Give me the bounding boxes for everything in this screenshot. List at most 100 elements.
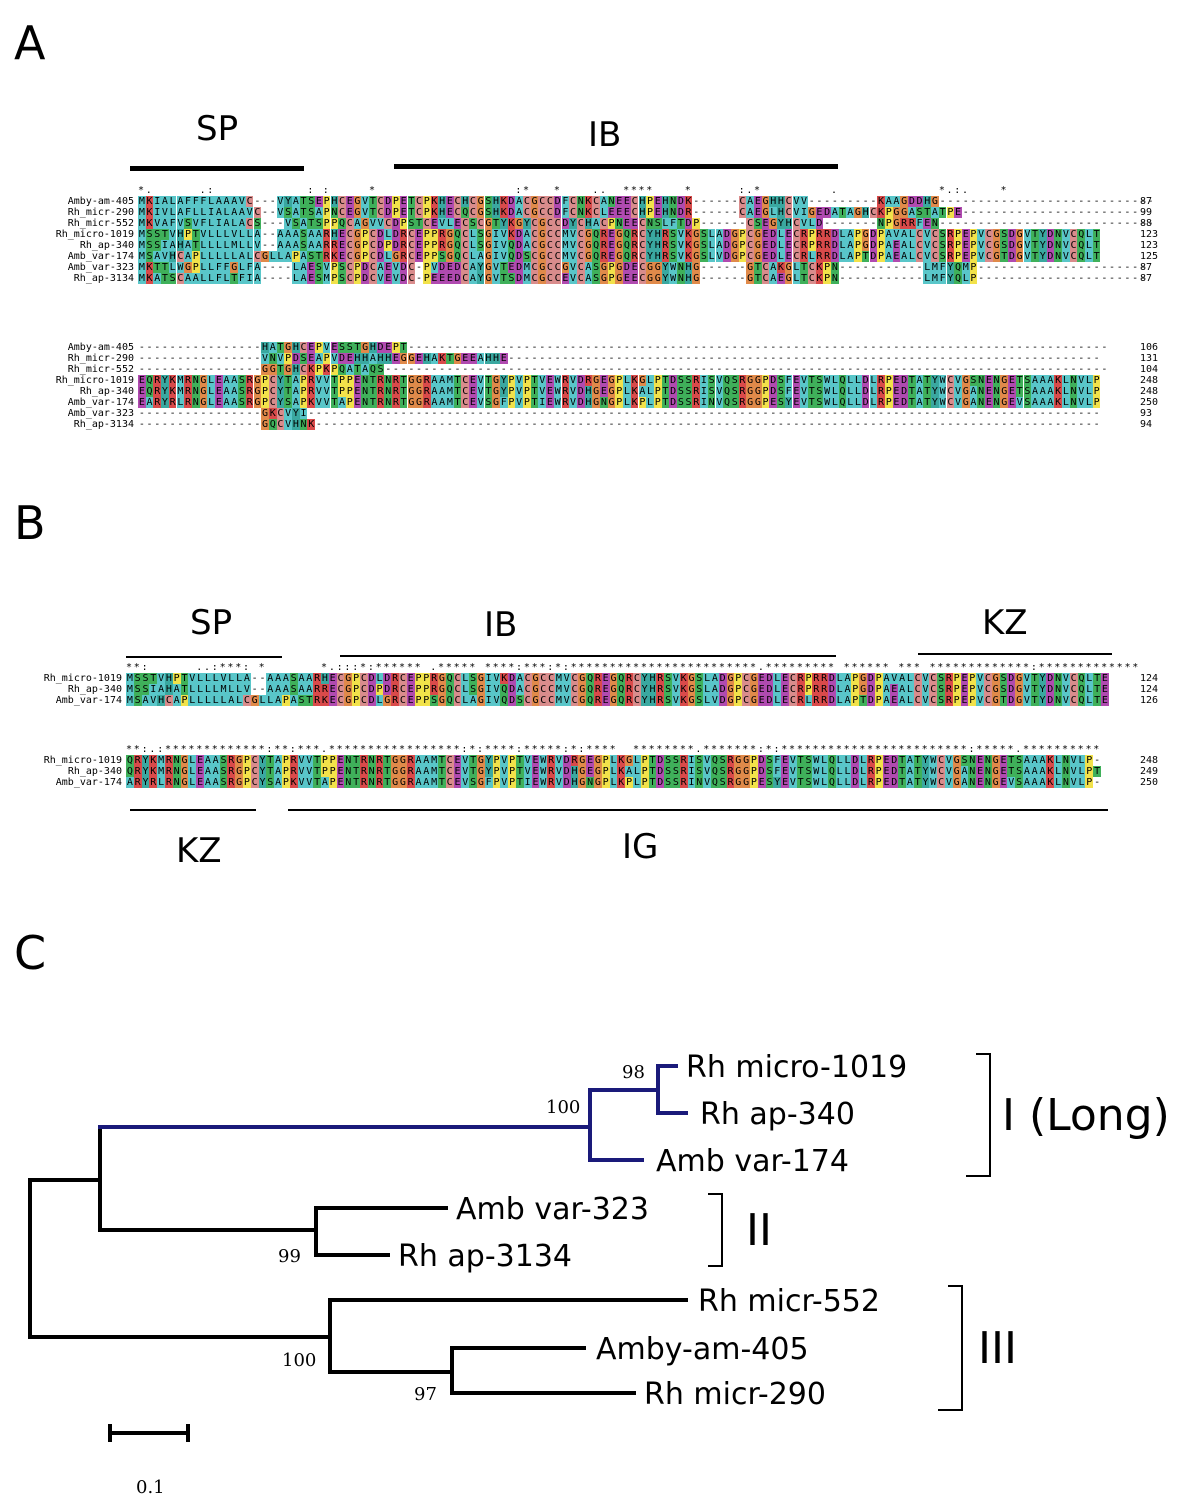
residue: P (184, 229, 192, 240)
residue: T (180, 673, 189, 684)
residue: T (1030, 695, 1039, 706)
residue: P (804, 673, 813, 684)
residue: V (890, 673, 899, 684)
residue: P (884, 375, 893, 386)
residue: W (929, 755, 938, 766)
residue: F (484, 777, 493, 788)
residue: P (523, 386, 531, 397)
residue: M (126, 695, 134, 706)
residue: E (453, 755, 462, 766)
residue: Q (1077, 684, 1086, 695)
residue: V (188, 673, 197, 684)
residue: - (762, 364, 769, 375)
group-bracket-3 (938, 1285, 963, 1411)
residue: L (211, 695, 220, 706)
residue: P (422, 251, 431, 262)
residue: - (161, 342, 168, 353)
residue: P (640, 766, 649, 777)
residue: - (647, 342, 654, 353)
residue: L (777, 251, 785, 262)
residue: G (492, 397, 500, 408)
residue: R (184, 397, 192, 408)
residue: H (484, 353, 493, 364)
residue: T (1031, 240, 1039, 251)
residue: A (253, 229, 262, 240)
residue: G (477, 673, 485, 684)
residue: G (353, 229, 362, 240)
residue: V (703, 755, 711, 766)
residue: E (330, 342, 339, 353)
residue: - (824, 196, 831, 207)
residue: V (677, 240, 685, 251)
residue: - (238, 408, 245, 419)
residue: - (854, 364, 861, 375)
residue: A (1031, 397, 1039, 408)
residue: D (656, 755, 665, 766)
residue: K (168, 386, 177, 397)
residue: R (867, 755, 875, 766)
residue: T (1092, 229, 1101, 240)
residue: S (297, 695, 306, 706)
residue: A (238, 251, 246, 262)
residue: Y (284, 196, 292, 207)
residue: M (523, 273, 531, 284)
group-label: III (978, 1323, 1017, 1374)
residue: G (991, 755, 1000, 766)
residue: E (215, 397, 223, 408)
residue: - (639, 419, 646, 430)
residue: Q (617, 684, 626, 695)
residue: R (600, 240, 608, 251)
residue: L (854, 386, 862, 397)
residue: - (724, 207, 731, 218)
residue: E (138, 397, 146, 408)
residue: - (808, 196, 815, 207)
residue: K (149, 755, 158, 766)
residue: G (769, 218, 778, 229)
residue: V (800, 375, 808, 386)
residue: A (882, 684, 891, 695)
residue: - (693, 364, 700, 375)
residue: F (184, 207, 192, 218)
residue: E (307, 342, 316, 353)
residue: V (977, 240, 985, 251)
residue: A (438, 375, 446, 386)
residue: G (609, 695, 618, 706)
residue: L (661, 218, 670, 229)
residue: P (338, 375, 346, 386)
residue: A (161, 218, 169, 229)
residue: C (250, 766, 259, 777)
residue: A (315, 229, 323, 240)
residue: P (261, 397, 269, 408)
residue: - (1070, 342, 1077, 353)
residue: - (493, 419, 500, 430)
group-bracket-2 (708, 1193, 723, 1267)
residue: V (1069, 777, 1078, 788)
residue: G (592, 397, 600, 408)
residue: C (407, 273, 416, 284)
residue: R (153, 397, 162, 408)
residue: L (157, 777, 165, 788)
residue: - (708, 273, 715, 284)
residue: - (716, 342, 723, 353)
residue: E (761, 229, 770, 240)
residue: - (1001, 218, 1008, 229)
residue: C (336, 695, 345, 706)
residue: - (485, 419, 492, 430)
residue: - (169, 342, 176, 353)
residue: - (416, 262, 423, 273)
residue: W (823, 386, 831, 397)
residue: - (847, 342, 854, 353)
residue: C (638, 229, 647, 240)
residue: - (1016, 408, 1023, 419)
residue: K (1054, 386, 1062, 397)
residue: M (931, 273, 939, 284)
residue: E (430, 273, 439, 284)
residue: V (284, 408, 292, 419)
residue: V (921, 695, 930, 706)
residue: P (601, 766, 610, 777)
residue: A (600, 196, 608, 207)
residue: P (969, 240, 978, 251)
residue: Q (711, 777, 719, 788)
residue: N (361, 375, 369, 386)
residue: V (322, 342, 331, 353)
